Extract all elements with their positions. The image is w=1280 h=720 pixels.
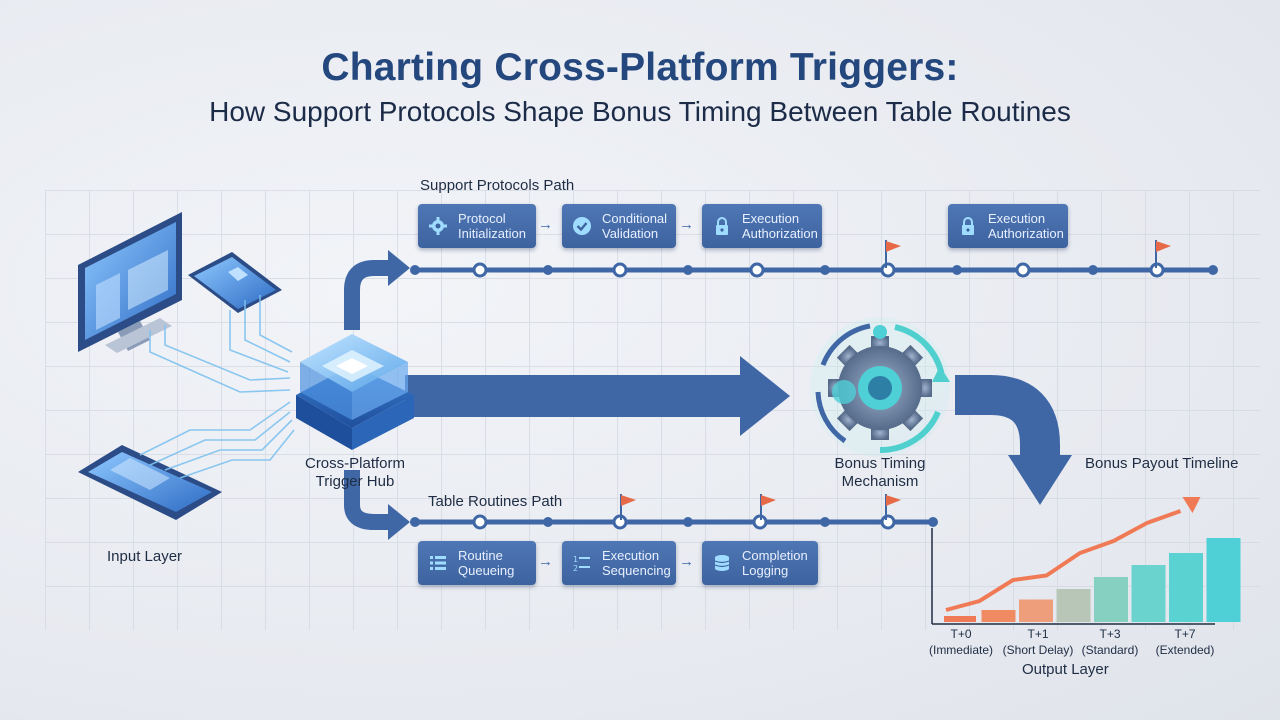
step-label: Execution Authorization xyxy=(742,211,818,241)
page-title: Charting Cross-Platform Triggers: xyxy=(321,46,959,89)
table-path-label: Table Routines Path xyxy=(428,493,563,510)
timeline-node xyxy=(952,265,962,275)
trend-line xyxy=(945,509,1182,612)
timeline-node xyxy=(410,517,420,527)
bonus-timing-label: Bonus Timing Mechanism xyxy=(834,455,926,490)
step-label: Routine Queueing xyxy=(458,548,515,578)
timeline-node xyxy=(928,517,938,527)
chart-tick-label: T+7 (Extended) xyxy=(1155,627,1215,657)
chart-bar xyxy=(1206,538,1241,622)
page-subtitle: How Support Protocols Shape Bonus Timing… xyxy=(209,96,1071,127)
step-label: Protocol Initialization xyxy=(458,211,526,241)
timeline-node xyxy=(683,265,693,275)
timeline-node xyxy=(1208,265,1218,275)
timeline-node xyxy=(410,265,420,275)
flag-icon xyxy=(1155,240,1171,268)
chart-bar xyxy=(1169,553,1203,622)
routine-queueing-box: Routine Queueing xyxy=(418,541,536,585)
execution-authorization-box: Execution Authorization xyxy=(702,204,822,248)
output-layer-label: Output Layer xyxy=(1022,661,1109,678)
chart-tick-label: T+1 (Short Delay) xyxy=(1002,627,1074,657)
timeline-node xyxy=(1088,265,1098,275)
timeline-node xyxy=(1015,262,1031,278)
flag-icon xyxy=(885,240,901,268)
timeline-node xyxy=(612,262,628,278)
lock-icon xyxy=(956,214,980,238)
chart-bar xyxy=(1056,589,1091,622)
timeline-node xyxy=(683,517,693,527)
gear-icon xyxy=(426,214,450,238)
tablet-icon xyxy=(78,445,222,520)
circuit-lines xyxy=(139,295,295,479)
timeline-node xyxy=(472,514,488,530)
chart-tick-label: T+0 (Immediate) xyxy=(928,627,993,657)
timeline-node xyxy=(820,517,830,527)
step-label: Execution Sequencing xyxy=(602,548,671,578)
arrow-right-icon: → xyxy=(679,216,694,233)
completion-logging-box: Completion Logging xyxy=(702,541,818,585)
step-label: Conditional Validation xyxy=(602,211,668,241)
chart-title: Bonus Payout Timeline xyxy=(1085,455,1239,472)
trend-arrow-head xyxy=(1182,497,1201,513)
bonus-timing-gear-icon xyxy=(810,317,950,457)
timeline-node xyxy=(543,265,553,275)
database-icon xyxy=(710,551,734,575)
lock-icon xyxy=(710,214,734,238)
arrow-right-icon: → xyxy=(538,553,553,570)
list-icon xyxy=(426,551,450,575)
chart-bar xyxy=(944,616,976,622)
timeline-node xyxy=(880,514,896,530)
trigger-hub-icon xyxy=(296,334,414,450)
support-path-label: Support Protocols Path xyxy=(420,177,575,194)
flow-arrows xyxy=(344,250,1072,540)
chart-bar xyxy=(1094,577,1128,622)
chart-bar xyxy=(1019,599,1053,622)
flag-icon xyxy=(885,494,901,520)
timeline-node xyxy=(543,517,553,527)
arrow-right-icon: → xyxy=(679,553,694,570)
payout-chart xyxy=(931,497,1241,625)
phone-icon xyxy=(188,252,282,313)
input-layer-label: Input Layer xyxy=(107,548,183,565)
arrow-right-icon: → xyxy=(538,216,553,233)
step-label: Completion Logging xyxy=(742,548,808,578)
protocol-initialization-box: Protocol Initialization xyxy=(418,204,536,248)
chart-bar xyxy=(1131,565,1166,622)
chart-bar xyxy=(981,610,1016,622)
hub-label: Cross-Platform Trigger Hub xyxy=(304,455,405,490)
svg-text:1: 1 xyxy=(573,555,578,564)
timeline-node xyxy=(749,262,765,278)
execution-authorization-box: Execution Authorization xyxy=(948,204,1068,248)
conditional-validation-box: Conditional Validation xyxy=(562,204,676,248)
timeline-node xyxy=(820,265,830,275)
monitor-icon xyxy=(78,212,182,353)
step-label: Execution Authorization xyxy=(988,211,1064,241)
svg-text:2: 2 xyxy=(573,564,578,573)
timeline-node xyxy=(880,262,896,278)
flag-icon xyxy=(620,494,636,520)
chart-tick-label: T+3 (Standard) xyxy=(1081,627,1139,657)
timeline-node xyxy=(472,262,488,278)
check-circle-icon xyxy=(570,214,594,238)
flag-icon xyxy=(760,494,776,520)
